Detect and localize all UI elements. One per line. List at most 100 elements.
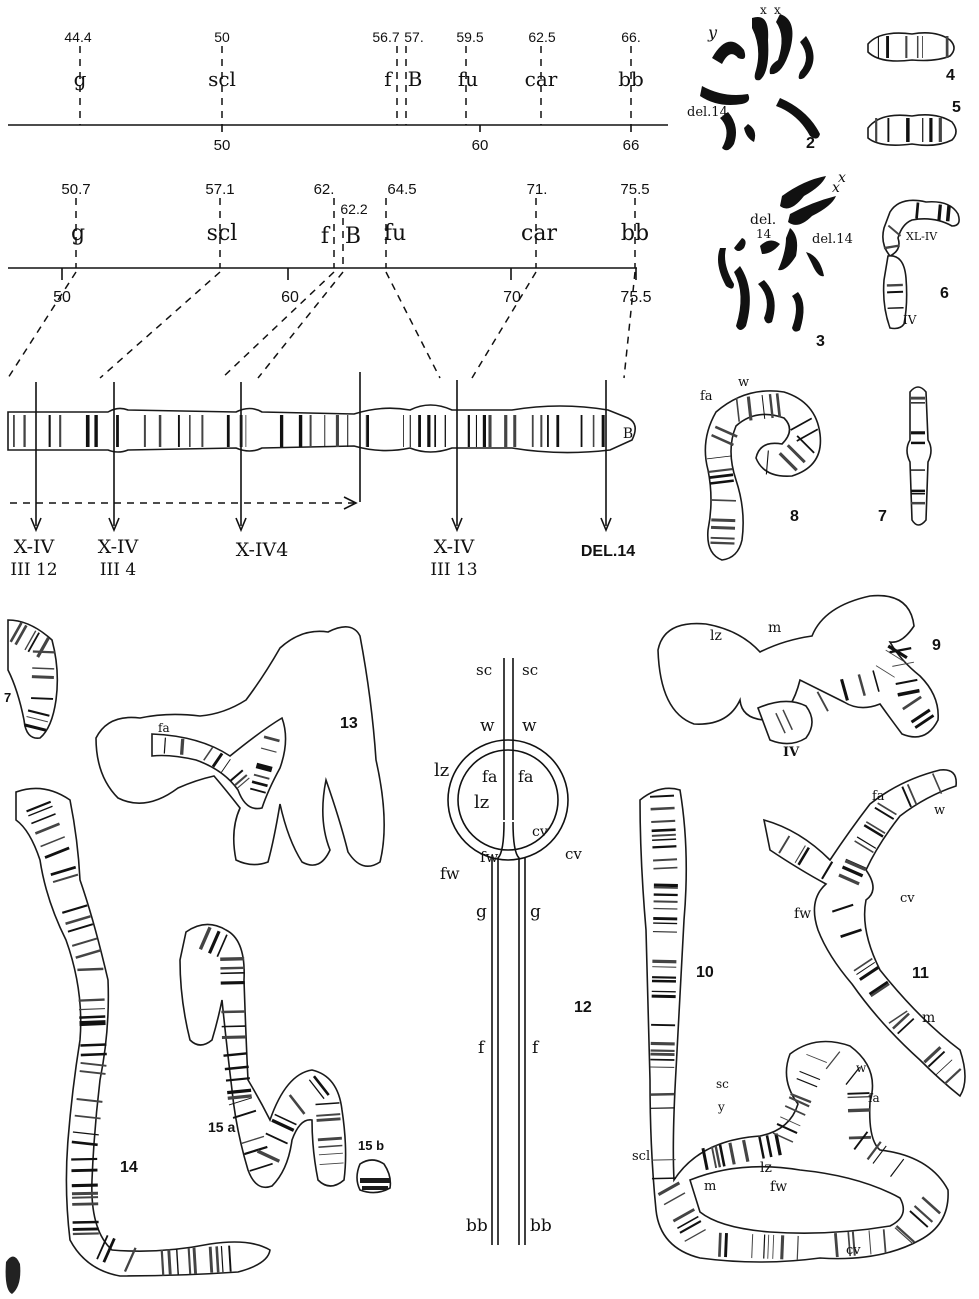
- fig13-label-fa: fa: [158, 721, 170, 735]
- fig2-label-y: y: [707, 23, 718, 42]
- chromosome-band: [194, 1248, 196, 1274]
- chromosome-band: [711, 527, 735, 528]
- fig12-strand: [513, 822, 519, 1245]
- chromosome-band: [81, 1054, 107, 1055]
- fig12-label: w: [522, 716, 537, 736]
- fig2-label-x: x: [760, 3, 767, 17]
- chromosome-band: [221, 1011, 245, 1012]
- fig15b-band: [360, 1178, 390, 1183]
- map1-gene-label: f: [384, 67, 393, 91]
- ink-blot: [6, 1256, 21, 1294]
- chromosome-band: [653, 868, 677, 869]
- map2-scale-label: 50: [53, 289, 71, 306]
- fig2-chromosome: [770, 14, 793, 74]
- fig15b-band: [362, 1186, 388, 1190]
- breakpoint-label: X-IV: [14, 536, 55, 558]
- chromosome-band: [217, 1246, 219, 1272]
- map-to-chromosome-connector: [8, 272, 76, 378]
- fig3-chromosome: [758, 280, 775, 323]
- fig6-number: 6: [940, 285, 949, 302]
- chromosome-band: [651, 821, 675, 822]
- fig9-label-lz: lz: [710, 628, 722, 644]
- figure-partial-left: 7: [4, 620, 57, 738]
- genetic-map-1: 50 60 66 44.4 g 50 scl 56.7 f 57. B 59.5…: [8, 29, 668, 154]
- fig12-label: bb: [466, 1216, 488, 1236]
- chromosome-band: [651, 808, 675, 809]
- chromosome-band: [71, 1159, 97, 1160]
- fig12-label: fa: [518, 767, 534, 786]
- breakpoint-label: DEL.14: [581, 543, 635, 560]
- map2-gene-label: car: [521, 221, 557, 246]
- fig12-label: f: [532, 1038, 540, 1058]
- map1-locus-position: 56.7: [372, 29, 399, 45]
- chromosome-band: [710, 543, 734, 544]
- map2-scale-label: 75.5: [620, 289, 651, 306]
- chromosome-band: [79, 1022, 105, 1023]
- fig12-label: w: [480, 716, 495, 736]
- fig11-label-cv: cv: [900, 891, 915, 906]
- chromosome-band: [318, 1138, 342, 1140]
- map2-gene-label: g: [71, 221, 85, 246]
- fig6-label-iv: IV: [903, 313, 917, 327]
- map-to-chromosome-connector: [472, 272, 536, 378]
- map-to-chromosome-connector: [100, 272, 220, 378]
- chromosome-band: [782, 1235, 783, 1259]
- fig3-chromosome: [806, 252, 824, 276]
- figure-7: 7: [878, 387, 931, 525]
- fig10-label-cv: cv: [846, 1243, 861, 1258]
- chromosome-band: [947, 205, 948, 221]
- fig11-label-fw: fw: [794, 906, 811, 922]
- chromosome-band: [653, 859, 677, 860]
- fig10-number: 10: [696, 964, 714, 981]
- fig10-label-m: m: [704, 1179, 716, 1194]
- fig8-label-fa: fa: [700, 389, 713, 404]
- chromosome-band: [79, 1000, 105, 1001]
- chromosome-band: [80, 1024, 106, 1025]
- fig12-strand: [498, 822, 504, 1245]
- map2-gene-label: B: [345, 224, 361, 249]
- chromosome-band: [652, 830, 676, 831]
- map-to-chromosome-connector: [222, 272, 334, 378]
- chromosome-band: [888, 308, 904, 309]
- chromosome-band: [72, 1193, 98, 1194]
- chromosome-band: [162, 1250, 164, 1276]
- fig11-label-w: w: [934, 803, 945, 818]
- map-to-chromosome-connector: [258, 272, 343, 378]
- map1-scale-label: 60: [472, 137, 489, 154]
- breakpoint-label: X-IV: [98, 536, 139, 558]
- map1-scale-label: 66: [623, 137, 640, 154]
- fig10-label-lz: lz: [760, 1160, 772, 1176]
- chromosome-band: [917, 203, 918, 219]
- fig10-label-fa: fa: [868, 1091, 880, 1105]
- fig10-label-sc: sc: [716, 1077, 729, 1091]
- figure-5: 5: [868, 99, 961, 145]
- fig12-loop-outer: [448, 740, 568, 860]
- map1-gene-label: fu: [458, 67, 478, 91]
- chromosome-band: [31, 698, 53, 699]
- map2-locus-position: 62.: [314, 181, 335, 198]
- figure-6: XL-IV IV 6: [883, 200, 959, 328]
- map2-gene-label: scl: [207, 221, 238, 246]
- fig3-chromosome: [718, 248, 734, 289]
- fig3-chromosome: [760, 240, 780, 254]
- map2-locus-position: 57.1: [205, 181, 234, 198]
- chromosome-band: [848, 1110, 870, 1111]
- figure-15a: 15 a: [180, 924, 346, 1187]
- fig4-number: 4: [946, 67, 955, 84]
- fig10-label-y: y: [717, 1100, 725, 1114]
- breakpoint-label: III 12: [10, 560, 57, 580]
- fig11-label-fa: fa: [872, 789, 885, 804]
- chromosome-band: [220, 959, 244, 960]
- chromosome-band: [847, 1093, 869, 1094]
- chromosome-band: [887, 292, 903, 293]
- fig3-chromosome: [792, 292, 804, 332]
- fig2-chromosome: [700, 86, 749, 105]
- fig2-chromosome-y: [712, 42, 745, 64]
- chromosome-band: [73, 1229, 99, 1230]
- figure-15b: 15 b: [357, 1138, 390, 1193]
- chromosome-band: [652, 846, 676, 847]
- chromosome-band: [652, 835, 676, 836]
- map2-locus-position: 64.5: [387, 181, 416, 198]
- chromosome-band: [169, 1249, 171, 1275]
- map2-locus-position: 62.2: [340, 201, 367, 217]
